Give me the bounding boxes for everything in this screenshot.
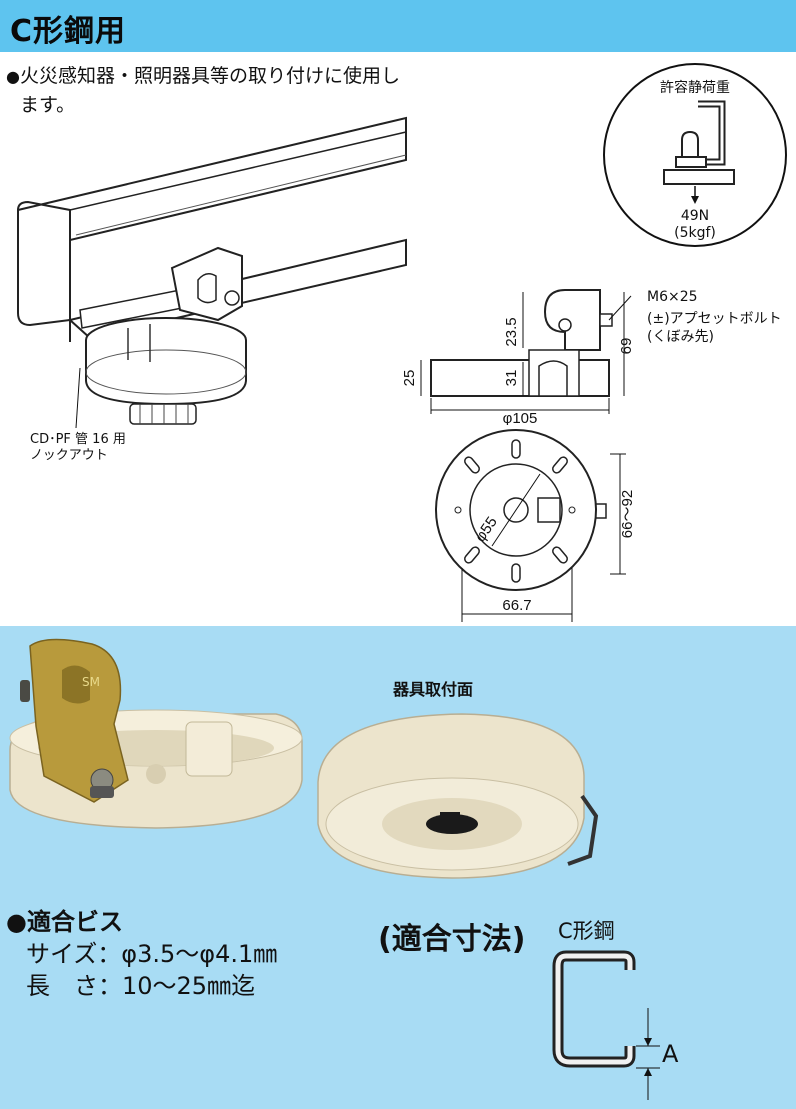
dim-105: φ105 (503, 410, 538, 425)
load-value: 49N (681, 208, 709, 224)
c-steel-profile (552, 950, 660, 1100)
mount-face-label: 器具取付面 (393, 680, 474, 699)
bullet-icon: ● (6, 67, 20, 86)
fit-dimension-title: (適合寸法) (378, 922, 526, 957)
bolt-label-detail: (±)アプセットボルト (くぼみ先) (647, 311, 782, 345)
c-steel-label: C形鋼 (558, 919, 615, 943)
dim-31: 31 (503, 370, 520, 387)
side-view-drawing: 23.5 69 25 31 φ105 (401, 289, 635, 425)
bolt-label: M6×25 (647, 289, 698, 305)
dim-66-7: 66.7 (502, 597, 531, 614)
product-photo-mount-face (317, 713, 599, 879)
dim-66-92: 66〜92 (619, 490, 636, 538)
bullet-icon: ● (6, 908, 27, 936)
screw-size: サイズ：φ3.5〜φ4.1㎜ (26, 940, 278, 968)
dim-69: 69 (618, 338, 635, 355)
product-photo-front: SM (9, 638, 303, 829)
header-bar (0, 0, 796, 52)
page-title: C形鋼用 (10, 14, 127, 49)
allowable-load-diagram: 許容静荷重 49N (5kgf) (603, 63, 787, 247)
load-title: 許容静荷重 (660, 79, 730, 96)
intro-text: ●火災感知器・照明器具等の取り付けに使用し ます。 (6, 62, 486, 119)
stamp-label: SM (82, 675, 100, 689)
installation-drawing (17, 116, 407, 429)
knockout-label: CD･PF 管 16 用 ノックアウト (30, 432, 126, 463)
dim-25: 25 (401, 370, 418, 387)
screw-length: 長 さ：10〜25㎜迄 (26, 972, 256, 1000)
intro-line-2: ます。 (20, 94, 76, 116)
dim-23-5: 23.5 (503, 317, 520, 346)
screws-heading: 適合ビス (26, 908, 123, 936)
dimension-a-label: A (662, 1040, 679, 1068)
compatible-screws: ●適合ビス サイズ：φ3.5〜φ4.1㎜ 長 さ：10〜25㎜迄 (6, 906, 277, 1002)
intro-line-1: 火災感知器・照明器具等の取り付けに使用し (19, 65, 400, 87)
top-view-drawing: φ55 66〜92 66.7 (435, 429, 636, 622)
load-value-kgf: (5kgf) (674, 225, 716, 241)
